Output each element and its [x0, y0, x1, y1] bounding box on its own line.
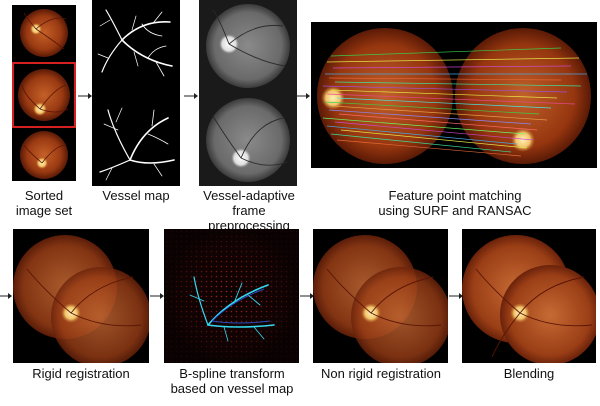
gray-fundus-bottom: [206, 98, 290, 182]
caption-line: using SURF and RANSAC: [378, 203, 532, 218]
sorted-image-set-panel: [12, 5, 76, 181]
rigid-registration-panel: [13, 229, 149, 363]
flow-arrow: [300, 293, 314, 299]
vessel-tree-bottom: [99, 107, 175, 181]
flow-arrow: [78, 93, 92, 99]
caption-line: Feature point matching: [388, 188, 522, 203]
fundus-thumb-3: [20, 131, 68, 179]
vessel-tree-top: [97, 9, 173, 77]
fundus-thumb-1: [20, 9, 68, 57]
flow-arrow: [449, 293, 463, 299]
caption-line: Sorted: [24, 188, 64, 203]
preprocessing-panel: [199, 0, 297, 186]
preprocessing-caption: Vessel-adaptive frame preprocessing: [192, 188, 306, 233]
rigid-registration-caption: Rigid registration: [32, 366, 130, 381]
caption-line: image set: [15, 203, 73, 218]
flow-arrow: [184, 93, 198, 99]
blending-caption: Blending: [503, 366, 555, 381]
fundus-thumb-2: [18, 69, 70, 121]
caption-line: B-spline transform: [179, 366, 285, 381]
flow-arrow: [0, 293, 12, 299]
vessel-map-panel: [92, 0, 180, 186]
nonrigid-registration-caption: Non rigid registration: [321, 366, 441, 381]
feature-matching-caption: Feature point matching using SURF and RA…: [360, 188, 550, 218]
blending-panel: [462, 229, 596, 363]
bspline-caption: B-spline transform based on vessel map: [156, 366, 308, 396]
sorted-image-set-caption: Sorted image set: [2, 188, 86, 218]
flow-arrow: [150, 293, 164, 299]
selected-frame-highlight: [12, 62, 76, 128]
caption-line: based on vessel map: [170, 381, 294, 396]
fundus-right: [455, 28, 591, 164]
feature-matching-panel: [311, 22, 597, 168]
flow-arrow: [296, 93, 310, 99]
vessel-map-caption: Vessel map: [102, 188, 170, 203]
nonrigid-registration-panel: [313, 229, 448, 363]
caption-line: Vessel-adaptive: [203, 188, 295, 203]
bspline-panel: [164, 229, 299, 363]
gray-fundus-top: [206, 4, 290, 88]
match-lines: [322, 47, 587, 157]
